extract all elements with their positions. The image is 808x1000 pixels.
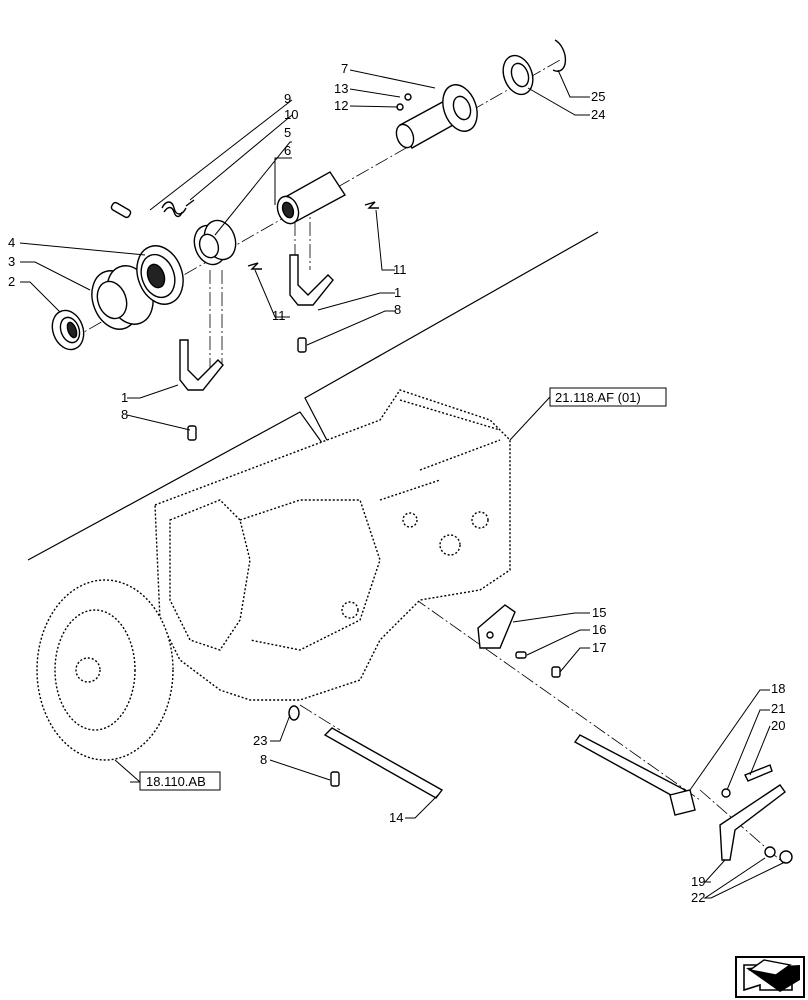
part-14-shaft [323, 727, 444, 799]
leader-lines [19, 69, 786, 899]
part-22-nuts [764, 846, 793, 864]
callout-25: 25 [591, 89, 605, 104]
part-6-sleeve [276, 171, 347, 225]
part-24-bearing [502, 54, 534, 96]
reference-flywheel[interactable]: 18.110.AB [139, 771, 221, 791]
callout-22: 22 [691, 890, 705, 905]
callout-3: 3 [8, 254, 15, 269]
callout-12: 12 [334, 98, 348, 113]
callout-20: 20 [771, 718, 785, 733]
callout-21: 21 [771, 701, 785, 716]
reference-housing-label: 21.118.AF (01) [555, 390, 641, 405]
part-20-21-fasteners [721, 764, 773, 798]
callout-1-upper: 1 [394, 285, 401, 300]
callout-4: 4 [8, 235, 15, 250]
part-16-17-fasteners [515, 651, 561, 678]
callout-11-right: 11 [393, 262, 407, 277]
part-23-ring [288, 705, 300, 721]
part-25-circlip [552, 39, 567, 72]
part-18-shaft [573, 734, 696, 816]
callout-8-middle: 8 [121, 407, 128, 422]
part-5-collar [193, 219, 237, 266]
part-7-guide [395, 84, 478, 149]
callout-5: 5 [284, 125, 291, 140]
callout-9: 9 [284, 91, 291, 106]
reference-housing[interactable]: 21.118.AF (01) [549, 387, 667, 407]
part-4-bearing [136, 245, 184, 305]
part-10-spring [161, 199, 195, 218]
flywheel-assembly [36, 579, 174, 761]
callout-10: 10 [284, 107, 298, 122]
reference-flywheel-label: 18.110.AB [146, 774, 206, 789]
callout-8-upper: 8 [394, 302, 401, 317]
callout-7: 7 [341, 61, 348, 76]
callout-11-left: 11 [272, 308, 286, 323]
callout-8-lower: 8 [260, 752, 267, 767]
callout-16: 16 [592, 622, 606, 637]
callout-1-lower: 1 [121, 390, 128, 405]
callout-2: 2 [8, 274, 15, 289]
callout-numbers: 9 10 5 6 7 13 12 25 24 4 3 2 11 11 1 8 1… [8, 61, 785, 905]
callout-14: 14 [389, 810, 403, 825]
callout-13: 13 [334, 81, 348, 96]
callout-17: 17 [592, 640, 606, 655]
callout-15: 15 [592, 605, 606, 620]
callout-24: 24 [591, 107, 605, 122]
part-2-seal [51, 309, 85, 351]
part-15-bracket [477, 604, 516, 649]
callout-23: 23 [253, 733, 267, 748]
part-9-pin [110, 201, 132, 219]
next-page-arrow-icon[interactable] [735, 956, 805, 998]
part-1-fork-upper [289, 254, 334, 306]
callout-18: 18 [771, 681, 785, 696]
part-8-bolts [187, 337, 340, 787]
transmission-housing [154, 389, 511, 701]
callout-6: 6 [284, 143, 291, 158]
part-1-fork-lower [179, 339, 224, 391]
part-19-lever [719, 784, 786, 861]
part-3-bearing [91, 265, 154, 330]
part-11-clips [247, 201, 379, 270]
part-12-13-screws [396, 93, 412, 111]
callout-19: 19 [691, 874, 705, 889]
